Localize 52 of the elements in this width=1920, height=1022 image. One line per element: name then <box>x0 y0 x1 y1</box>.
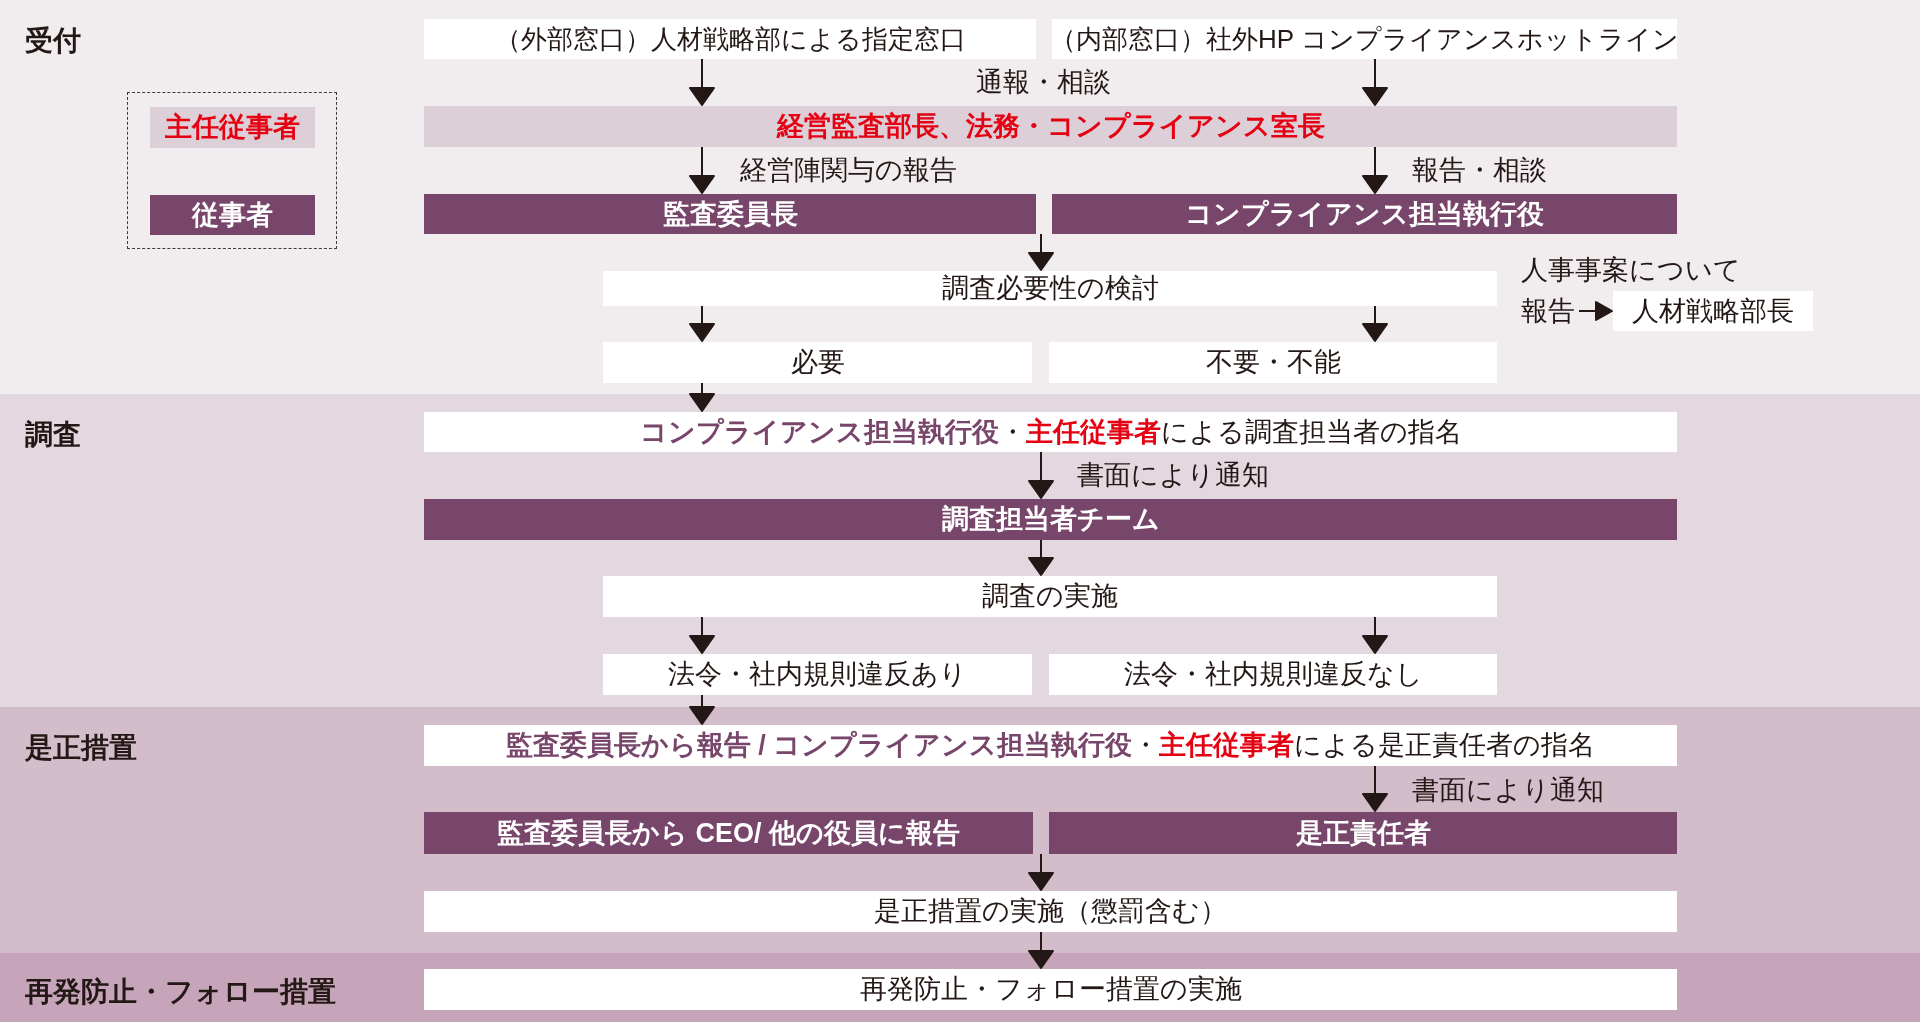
arrow <box>1362 58 1388 106</box>
edge-label: 書面により通知 <box>1077 461 1269 489</box>
arrow <box>1028 853 1054 891</box>
section-band <box>0 707 1920 953</box>
arrow <box>1362 305 1388 342</box>
process-box: 是正措置の実施（懲罰含む） <box>424 891 1677 932</box>
arrow <box>1362 765 1388 812</box>
process-box: 法令・社内規則違反なし <box>1049 654 1497 695</box>
process-box: （内部窓口）社外HP コンプライアンスホットライン <box>1052 19 1677 59</box>
section-label: 調査 <box>25 421 81 449</box>
process-box: 監査委員長から報告 / コンプライアンス担当執行役・主任従事者による是正責任者の指名 <box>424 725 1677 766</box>
edge-label: 書面により通知 <box>1412 776 1604 804</box>
process-box: 法令・社内規則違反あり <box>603 654 1032 695</box>
arrow <box>689 146 715 194</box>
annotation-text: 報告 <box>1521 297 1579 326</box>
process-box: コンプライアンス担当執行役・主任従事者による調査担当者の指名 <box>424 412 1677 452</box>
arrow <box>1362 146 1388 194</box>
arrow <box>689 694 715 725</box>
section-band <box>0 394 1920 707</box>
section-label: 是正措置 <box>25 734 137 762</box>
role-box: 主任従事者 <box>150 107 315 148</box>
annotation-text: 人事事案について <box>1521 256 1742 285</box>
role-box: コンプライアンス担当執行役 <box>1052 194 1677 234</box>
dashed-frame <box>127 92 337 249</box>
arrow <box>1028 931 1054 969</box>
arrow <box>689 305 715 342</box>
role-box: 経営監査部長、法務・コンプライアンス室長 <box>424 106 1677 147</box>
process-box: 調査の実施 <box>603 576 1497 617</box>
role-box: 調査担当者チーム <box>424 499 1677 540</box>
section-label: 再発防止・フォロー措置 <box>25 978 336 1006</box>
edge-label: 報告・相談 <box>1412 156 1547 184</box>
process-box: （外部窓口）人材戦略部による指定窓口 <box>424 19 1036 59</box>
section-band <box>0 953 1920 1022</box>
arrow <box>1028 539 1054 576</box>
process-box: 不要・不能 <box>1049 342 1497 383</box>
arrow <box>689 58 715 106</box>
arrow <box>1578 301 1613 321</box>
section-label: 受付 <box>25 27 81 55</box>
role-box: 監査委員長 <box>424 194 1036 234</box>
arrow <box>1362 616 1388 654</box>
arrow <box>689 382 715 412</box>
role-box: 監査委員長から CEO/ 他の役員に報告 <box>424 812 1033 854</box>
role-box: 従事者 <box>150 195 315 235</box>
edge-label: 経営陣関与の報告 <box>740 156 957 184</box>
process-box: 調査必要性の検討 <box>603 271 1497 306</box>
process-box: 必要 <box>603 342 1032 383</box>
arrow <box>1028 451 1054 499</box>
process-box: 再発防止・フォロー措置の実施 <box>424 969 1677 1010</box>
arrow <box>689 616 715 654</box>
process-box: 人材戦略部長 <box>1613 291 1813 331</box>
role-box: 是正責任者 <box>1049 812 1677 854</box>
flow-label: 通報・相談 <box>976 68 1111 96</box>
